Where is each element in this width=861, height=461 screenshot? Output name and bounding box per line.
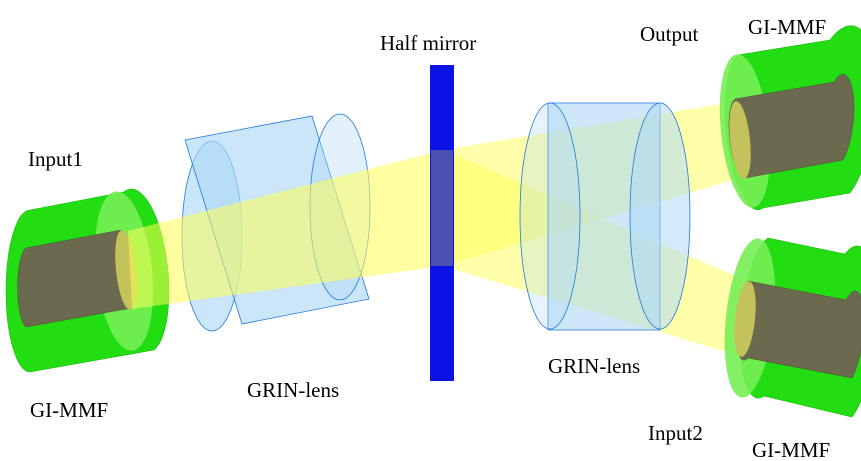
label-grin-lens-right: GRIN-lens: [548, 354, 640, 378]
label-output: Output: [640, 22, 699, 46]
fiber-output-core-face: [729, 101, 751, 179]
label-half-mirror: Half mirror: [380, 31, 476, 55]
label-grin-lens-left: GRIN-lens: [247, 378, 339, 402]
label-input1: Input1: [28, 147, 83, 171]
fiber-input2: [724, 237, 861, 418]
label-input2: Input2: [648, 421, 703, 445]
fiber-input2-core-face: [734, 281, 756, 357]
half-mirror-beam-spot: [431, 150, 453, 266]
labels: Half mirror Output GI-MMF Input1 GI-MMF …: [28, 15, 830, 461]
grin-lens-right-back-face: [629, 102, 691, 330]
label-gi-mmf-bottom-right: GI-MMF: [752, 438, 830, 461]
beam-input1-to-mirror: [128, 150, 443, 309]
fiber-output: [719, 25, 861, 211]
label-gi-mmf-top-right: GI-MMF: [748, 15, 826, 39]
half-mirror: [430, 65, 454, 381]
label-gi-mmf-left: GI-MMF: [30, 398, 108, 422]
grin-lens-right-front-face: [519, 102, 581, 330]
fiber-output-core: [728, 74, 855, 179]
fiber-input1: [5, 188, 170, 373]
grin-lens-right: [519, 102, 691, 331]
